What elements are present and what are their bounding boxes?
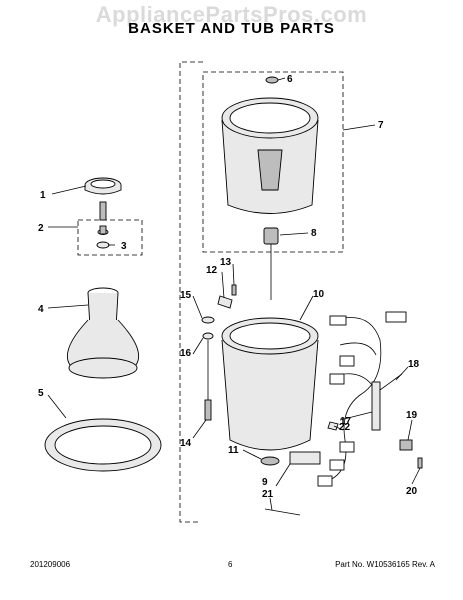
callout-7: 7 bbox=[378, 120, 384, 131]
watermark: AppliancePartsPros.com bbox=[95, 2, 368, 27]
part-6-nut bbox=[265, 76, 279, 84]
callout-20: 20 bbox=[406, 486, 418, 497]
part-9-bracket bbox=[289, 451, 321, 465]
footer-part-number: Part No. W10536165 Rev. A bbox=[335, 560, 435, 569]
callout-5: 5 bbox=[38, 388, 44, 399]
part-11-seal bbox=[260, 456, 280, 466]
part-3-washer bbox=[96, 241, 110, 249]
callout-15: 15 bbox=[180, 290, 192, 301]
callout-3: 3 bbox=[121, 241, 127, 252]
part-2-bolt bbox=[97, 201, 109, 235]
part-1-cap bbox=[84, 177, 122, 195]
link-frame bbox=[179, 61, 203, 523]
footer-doc-code: 201209006 bbox=[30, 560, 71, 569]
callout-16: 16 bbox=[180, 348, 192, 359]
part-2-group-box bbox=[77, 219, 143, 256]
part-17-harness bbox=[317, 311, 407, 487]
part-18-sensor bbox=[371, 373, 403, 431]
callout-8: 8 bbox=[311, 228, 317, 239]
part-13-screw bbox=[231, 284, 237, 296]
part-15-washer bbox=[201, 316, 215, 324]
callout-6: 6 bbox=[287, 74, 293, 85]
part-12-clip bbox=[217, 295, 233, 309]
part-14-spring bbox=[204, 399, 212, 421]
callout-12: 12 bbox=[206, 265, 218, 276]
part-4-impeller bbox=[66, 287, 140, 379]
callout-11: 11 bbox=[228, 445, 239, 456]
part-22-clip bbox=[327, 421, 339, 431]
part-20-screw bbox=[417, 457, 423, 469]
callout-4: 4 bbox=[38, 304, 44, 315]
callout-9: 9 bbox=[262, 477, 268, 488]
callout-17: 17 bbox=[340, 416, 352, 427]
callout-18: 18 bbox=[408, 359, 420, 370]
part-21-tie bbox=[264, 508, 301, 516]
callout-19: 19 bbox=[406, 410, 418, 421]
callout-13: 13 bbox=[220, 257, 232, 268]
part-7-basket bbox=[221, 97, 319, 214]
callout-14: 14 bbox=[180, 438, 192, 449]
callout-10: 10 bbox=[313, 289, 325, 300]
callout-2: 2 bbox=[38, 223, 44, 234]
callout-22: 22 bbox=[339, 422, 351, 433]
callout-21: 21 bbox=[262, 489, 274, 500]
part-8-hub bbox=[263, 227, 279, 300]
part-5-ring bbox=[44, 418, 162, 472]
callout-labels: 1 2 3 4 5 6 7 8 9 10 11 12 13 14 15 16 1… bbox=[38, 74, 420, 500]
part-10-tub bbox=[221, 317, 319, 451]
page-title: BASKET AND TUB PARTS bbox=[128, 20, 335, 37]
footer-page-number: 6 bbox=[228, 560, 233, 569]
part-16-grommet bbox=[202, 332, 214, 400]
part-19-switch bbox=[399, 439, 413, 451]
leader-lines bbox=[47, 77, 421, 511]
callout-1: 1 bbox=[40, 190, 46, 201]
